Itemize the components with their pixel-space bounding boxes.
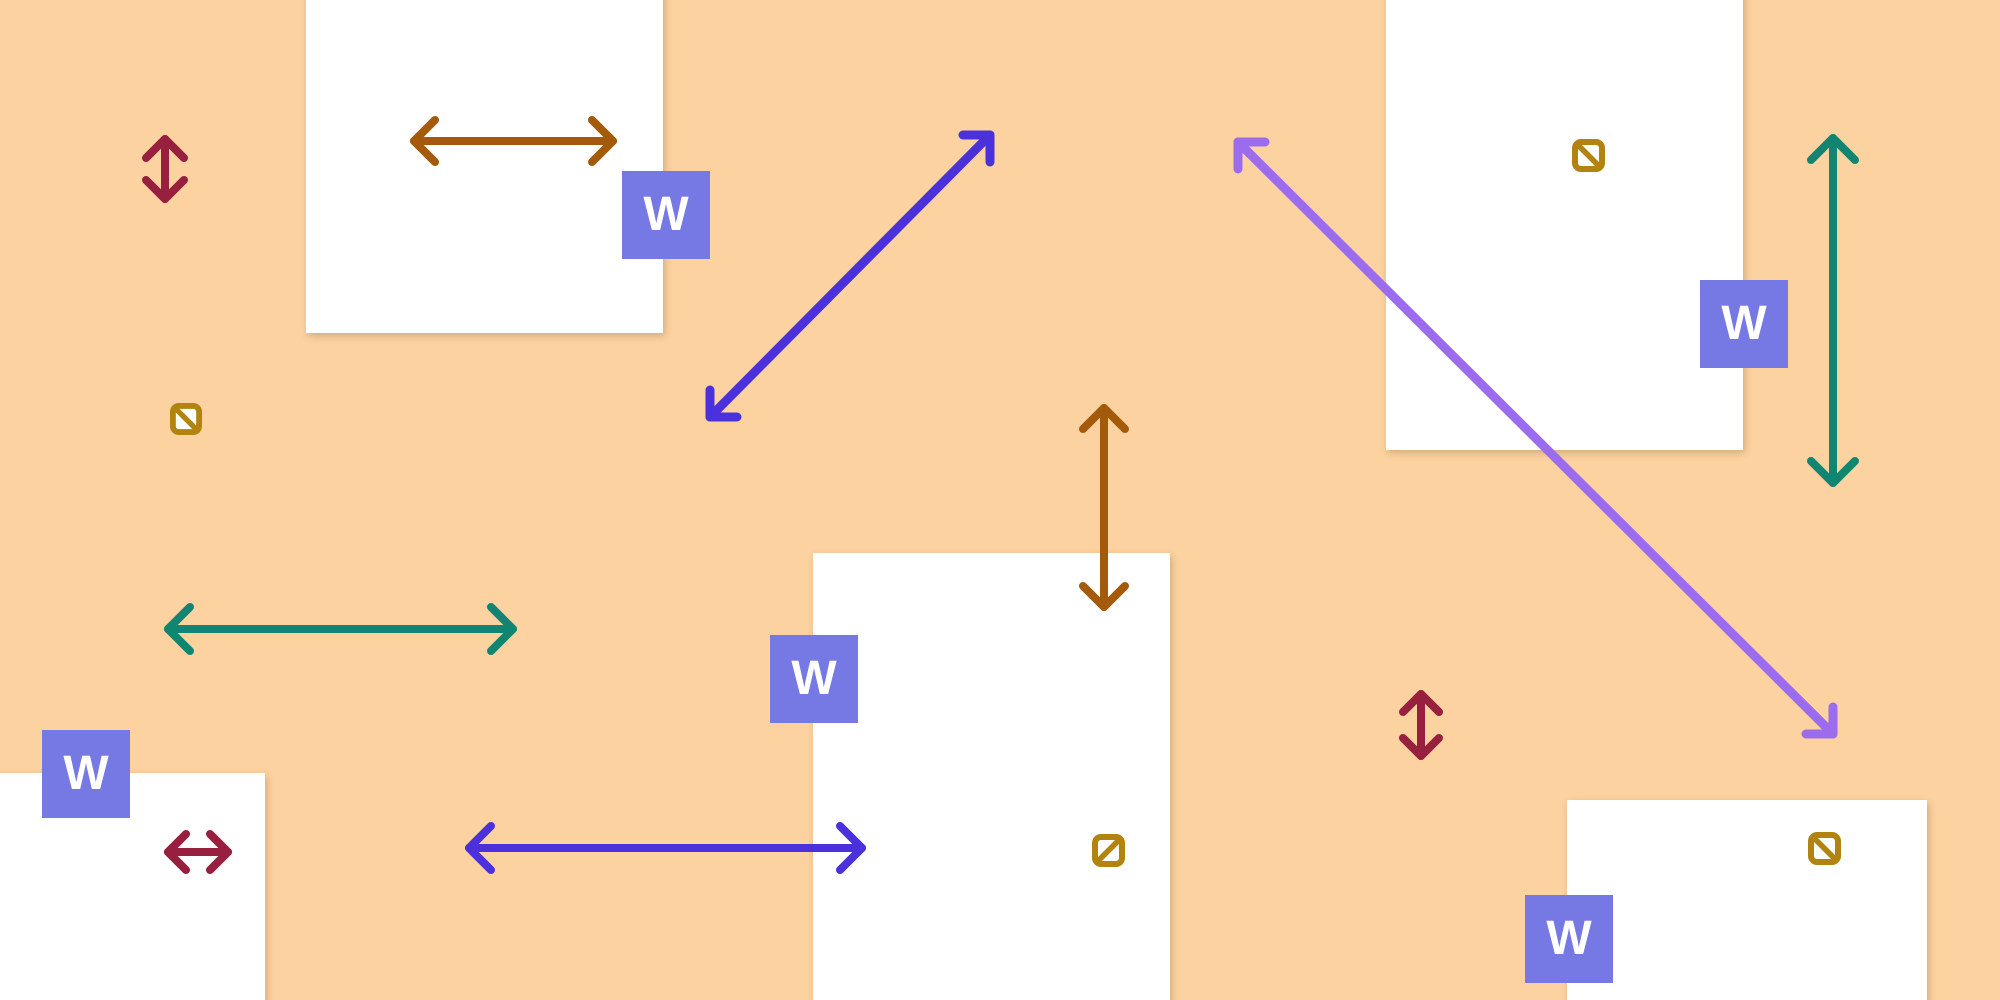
w-badge-label: W	[1546, 912, 1592, 965]
w-badge: W	[1700, 280, 1788, 368]
double-arrow	[142, 135, 188, 203]
diagonal-square-icon	[1092, 834, 1125, 867]
double-arrow	[1807, 134, 1859, 487]
double-arrow	[465, 822, 866, 874]
double-arrow	[1399, 690, 1443, 760]
w-badge: W	[42, 730, 130, 818]
w-badge-label: W	[643, 188, 689, 241]
w-badge: W	[622, 171, 710, 259]
card	[813, 553, 1170, 1000]
w-badge-label: W	[63, 747, 109, 800]
double-arrow	[164, 603, 517, 655]
diagonal-square-icon	[170, 403, 202, 435]
card	[306, 0, 663, 333]
diagonal-square-icon	[1572, 139, 1605, 172]
w-badge: W	[1525, 895, 1613, 983]
w-badge-label: W	[1721, 297, 1767, 350]
diagonal-double-arrow	[705, 130, 995, 422]
w-badge-label: W	[791, 652, 837, 705]
diagonal-square-icon	[1808, 832, 1841, 865]
card	[1386, 0, 1743, 450]
card	[1567, 800, 1927, 1000]
card	[0, 773, 265, 1000]
w-badge: W	[770, 635, 858, 723]
